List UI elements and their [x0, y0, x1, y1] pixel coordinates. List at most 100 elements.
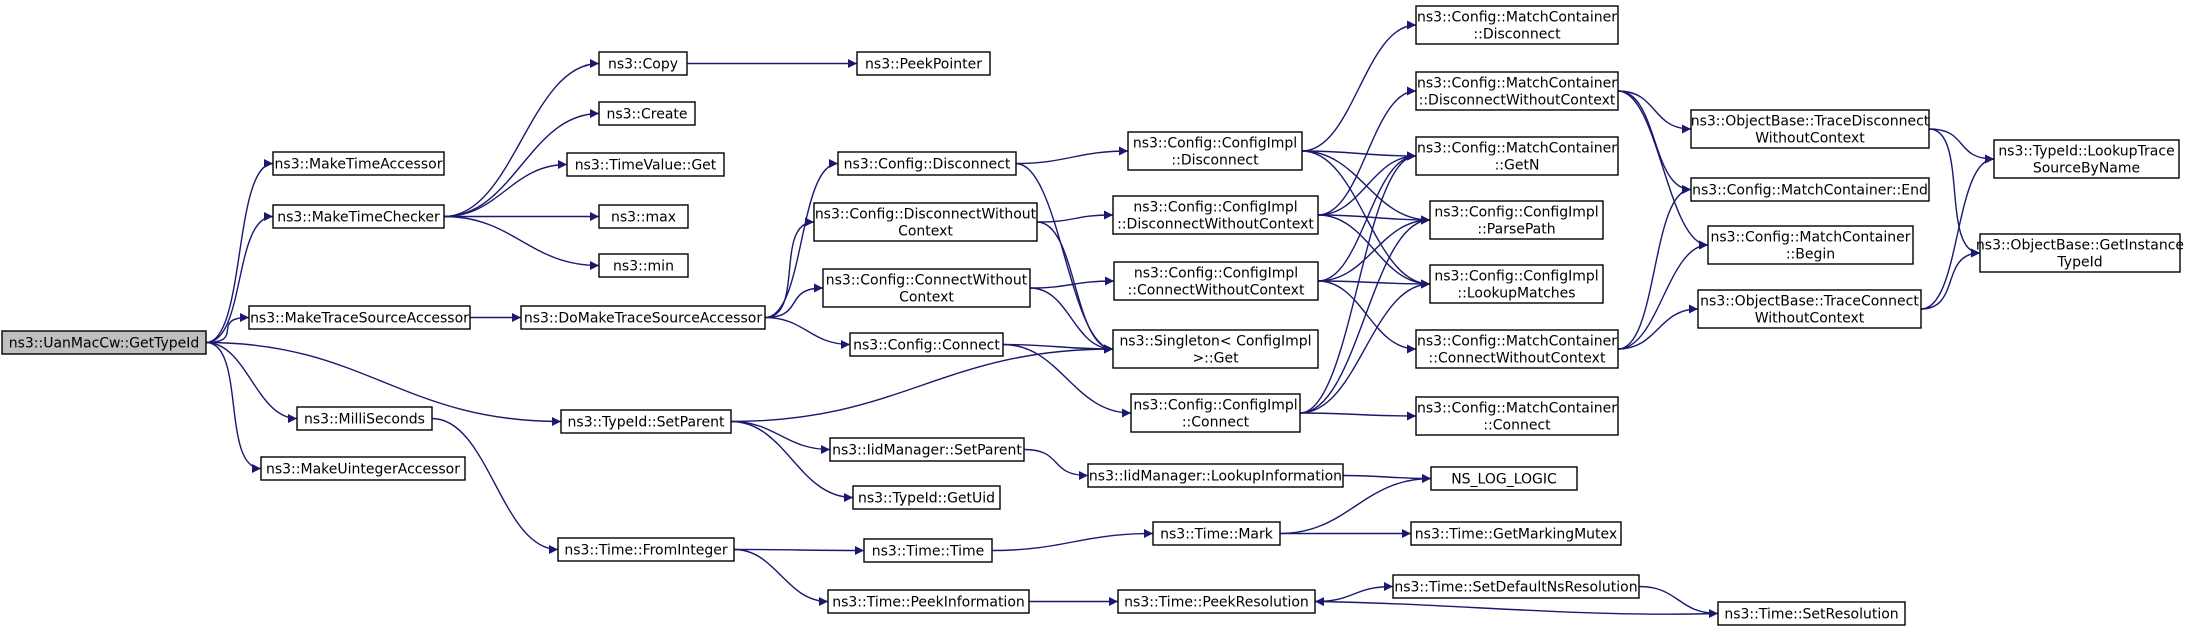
node-box	[1410, 521, 1622, 546]
node-peek-information[interactable]: ns3::Time::PeekInformation	[827, 589, 1030, 614]
node-set-resolution[interactable]: ns3::Time::SetResolution	[1717, 601, 1906, 626]
node-from-integer[interactable]: ns3::Time::FromInteger	[557, 537, 735, 562]
node-impl-disconnect[interactable]: ns3::Config::ConfigImpl::Disconnect	[1127, 131, 1303, 171]
node-time-time[interactable]: ns3::Time::Time	[863, 538, 993, 563]
edge-do-make-trace-source-accessor-to-config-connect	[764, 316, 851, 349]
node-peek-resolution[interactable]: ns3::Time::PeekResolution	[1117, 589, 1316, 614]
node-label: ns3::Config::ConnectWithout	[826, 273, 1028, 289]
node-impl-connect-without-context[interactable]: ns3::Config::ConfigImpl::ConnectWithoutC…	[1113, 261, 1319, 301]
node-trace-disconnect[interactable]: ns3::ObjectBase::TraceDisconnectWithoutC…	[1690, 109, 1930, 149]
node-config-disconnect[interactable]: ns3::Config::Disconnect	[837, 151, 1017, 176]
node-make-time-accessor[interactable]: ns3::MakeTimeAccessor	[272, 151, 445, 176]
node-do-make-trace-source-accessor[interactable]: ns3::DoMakeTraceSourceAccessor	[520, 305, 766, 330]
node-make-uinteger-accessor[interactable]: ns3::MakeUintegerAccessor	[260, 456, 466, 481]
node-type-id-get-uid[interactable]: ns3::TypeId::GetUid	[852, 485, 1001, 510]
node-set-parent[interactable]: ns3::TypeId::SetParent	[560, 409, 732, 434]
edge-config-disconnect-without-context-to-impl-disconnect-without-context	[1036, 210, 1114, 223]
node-label: ns3::TimeValue::Get	[575, 158, 717, 174]
node-label: ns3::Config::MatchContainer	[1417, 10, 1617, 26]
node-time-value-get[interactable]: ns3::TimeValue::Get	[566, 152, 725, 177]
node-box	[863, 538, 993, 563]
node-box	[598, 101, 696, 126]
node-label: ns3::Config::MatchContainer	[1711, 230, 1911, 246]
node-label: ::Disconnect	[1171, 153, 1259, 169]
node-iid-lookup-information[interactable]: ns3::IidManager::LookupInformation	[1087, 463, 1344, 488]
edge-do-make-trace-source-accessor-to-config-connect-without-context	[764, 283, 824, 319]
node-peek-pointer[interactable]: ns3::PeekPointer	[856, 51, 991, 76]
edge-set-default-ns-resolution-to-set-resolution	[1638, 585, 1719, 618]
node-box	[566, 152, 725, 177]
node-box	[1415, 329, 1619, 369]
node-label: ::LookupMatches	[1457, 286, 1575, 302]
node-label: ns3::TypeId::LookupTrace	[1998, 144, 2174, 160]
edge-make-time-checker-to-create	[443, 109, 600, 218]
node-copy[interactable]: ns3::Copy	[598, 51, 688, 76]
node-label: Context	[899, 290, 954, 306]
node-parse-path[interactable]: ns3::Config::ConfigImpl::ParsePath	[1429, 200, 1604, 240]
node-trace-connect[interactable]: ns3::ObjectBase::TraceConnectWithoutCont…	[1697, 289, 1922, 329]
node-mc-get-n[interactable]: ns3::Config::MatchContainer::GetN	[1415, 136, 1619, 176]
node-mc-disconnect[interactable]: ns3::Config::MatchContainer::Disconnect	[1415, 5, 1619, 45]
node-label: ns3::ObjectBase::TraceConnect	[1700, 294, 1919, 310]
edge-trace-connect-to-lookup-trace-source	[1920, 154, 1995, 310]
node-impl-connect[interactable]: ns3::Config::ConfigImpl::Connect	[1130, 393, 1301, 433]
edge-get-type-id-to-make-time-checker	[205, 212, 274, 344]
node-label: ns3::IidManager::LookupInformation	[1089, 469, 1342, 485]
node-label: ns3::MakeTimeAccessor	[275, 157, 443, 173]
node-label: ns3::Config::ConfigImpl	[1133, 398, 1297, 414]
node-label: ns3::ObjectBase::GetInstance	[1976, 238, 2184, 254]
node-label: ::Connect	[1483, 418, 1551, 434]
edge-mc-disconnect-without-context-to-mc-begin	[1617, 90, 1709, 250]
node-mc-end[interactable]: ns3::Config::MatchContainer::End	[1690, 177, 1930, 202]
node-create[interactable]: ns3::Create	[598, 101, 696, 126]
node-mc-connect-without-context[interactable]: ns3::Config::MatchContainer::ConnectWith…	[1415, 329, 1619, 369]
node-singleton-get[interactable]: ns3::Singleton< ConfigImpl>::Get	[1112, 329, 1319, 369]
node-box	[1415, 5, 1619, 45]
node-max[interactable]: ns3::max	[598, 204, 689, 229]
node-box	[829, 437, 1025, 462]
node-get-marking-mutex[interactable]: ns3::Time::GetMarkingMutex	[1410, 521, 1622, 546]
node-config-connect[interactable]: ns3::Config::Connect	[849, 332, 1004, 357]
edge-make-time-checker-to-min	[443, 215, 600, 270]
node-mc-disconnect-without-context[interactable]: ns3::Config::MatchContainer::DisconnectW…	[1415, 71, 1619, 111]
node-config-connect-without-context[interactable]: ns3::Config::ConnectWithoutContext	[822, 268, 1031, 308]
node-label: ns3::Config::ConfigImpl	[1133, 200, 1297, 216]
edge-time-mark-to-ns-log-logic	[1279, 474, 1432, 535]
node-ns-log-logic[interactable]: NS_LOG_LOGIC	[1430, 466, 1578, 491]
node-make-trace-source-accessor[interactable]: ns3::MakeTraceSourceAccessor	[248, 305, 471, 330]
node-mc-begin[interactable]: ns3::Config::MatchContainer::Begin	[1707, 225, 1914, 265]
node-label: ns3::Time::PeekResolution	[1124, 595, 1309, 611]
node-config-disconnect-without-context[interactable]: ns3::Config::DisconnectWithoutContext	[813, 202, 1038, 242]
edge-iid-set-parent-to-iid-lookup-information	[1023, 448, 1089, 480]
node-box	[1717, 601, 1906, 626]
node-milli-seconds[interactable]: ns3::MilliSeconds	[296, 406, 433, 431]
edge-impl-connect-without-context-to-mc-connect-without-context	[1317, 280, 1417, 354]
node-label: ns3::MakeTimeChecker	[277, 210, 440, 226]
node-lookup-matches[interactable]: ns3::Config::ConfigImpl::LookupMatches	[1429, 264, 1604, 304]
edge-from-integer-to-time-time	[733, 545, 865, 555]
node-make-time-checker[interactable]: ns3::MakeTimeChecker	[272, 204, 445, 229]
edge-config-disconnect-to-singleton-get	[1015, 162, 1114, 354]
node-set-default-ns-resolution[interactable]: ns3::Time::SetDefaultNsResolution	[1392, 574, 1640, 599]
edge-trace-connect-to-get-instance-type-id	[1920, 248, 1981, 310]
node-box	[598, 51, 688, 76]
node-min[interactable]: ns3::min	[598, 253, 689, 278]
edge-milli-seconds-to-from-integer	[431, 417, 559, 554]
node-box	[1993, 139, 2180, 179]
edge-impl-connect-without-context-to-mc-get-n	[1317, 151, 1417, 282]
node-time-mark[interactable]: ns3::Time::Mark	[1152, 521, 1281, 546]
node-impl-disconnect-without-context[interactable]: ns3::Config::ConfigImpl::DisconnectWitho…	[1112, 195, 1319, 235]
edge-from-integer-to-peek-information	[733, 548, 829, 606]
node-iid-set-parent[interactable]: ns3::IidManager::SetParent	[829, 437, 1025, 462]
node-get-type-id[interactable]: ns3::UanMacCw::GetTypeId	[1, 330, 207, 355]
node-label: ns3::Config::ConfigImpl	[1434, 205, 1598, 221]
node-label: ns3::Config::DisconnectWithout	[815, 207, 1037, 223]
edge-mc-connect-without-context-to-mc-end	[1617, 185, 1692, 350]
node-label: >::Get	[1192, 351, 1239, 367]
node-label: ns3::Time::SetDefaultNsResolution	[1394, 580, 1637, 596]
node-mc-connect[interactable]: ns3::Config::MatchContainer::Connect	[1415, 396, 1619, 436]
node-label: ::ConnectWithoutContext	[1429, 351, 1606, 367]
